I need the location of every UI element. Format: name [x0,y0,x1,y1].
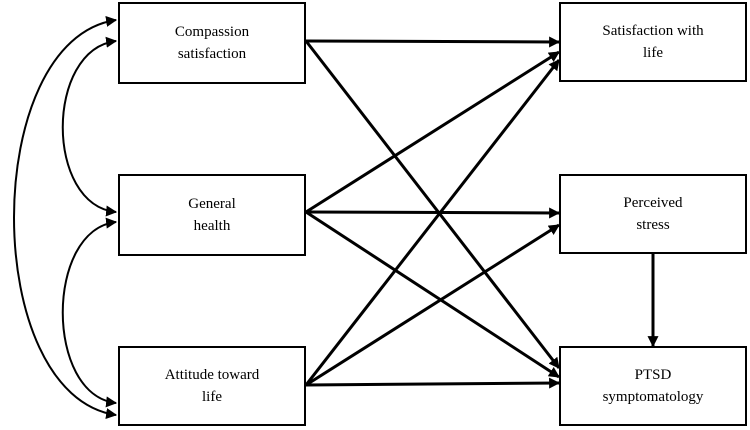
arrow-compassion-to-swl [305,36,561,48]
arrow-health-to-swl [305,50,560,214]
node-label-line1: Perceived [623,195,683,211]
node-label-line1: Satisfaction with [602,23,704,39]
node-label-line1: General [188,196,236,212]
satisfaction-with-life-box: Satisfaction with life [559,2,747,82]
general-health-box: General health [118,174,306,256]
arrow-attitude-to-swl [304,59,561,386]
correlation-health-attitude [61,217,118,408]
arrow-attitude-to-stress [305,223,560,387]
perceived-stress-box: Perceived stress [559,174,747,254]
node-label-line2: life [202,389,222,405]
node-label-line1: PTSD [634,367,672,383]
arrow-health-to-ptsd [305,210,560,379]
correlation-compassion-attitude [13,16,118,419]
node-label-line2: stress [636,217,670,233]
ptsd-symptomatology-box: PTSD symptomatology [559,346,747,426]
node-label-line2: health [193,218,231,234]
arrow-health-to-stress [305,207,561,219]
arrow-compassion-to-ptsd [304,40,561,369]
correlation-compassion-health [61,36,118,217]
node-label-line2: satisfaction [177,46,247,62]
arrow-attitude-to-ptsd [305,377,561,389]
attitude-toward-life-box: Attitude toward life [118,346,306,426]
node-label-line2: life [643,45,663,61]
node-label-line2: symptomatology [602,389,704,405]
node-label-line1: Compassion [174,24,250,40]
node-label-line1: Attitude toward [164,367,260,383]
compassion-satisfaction-box: Compassion satisfaction [118,2,306,84]
